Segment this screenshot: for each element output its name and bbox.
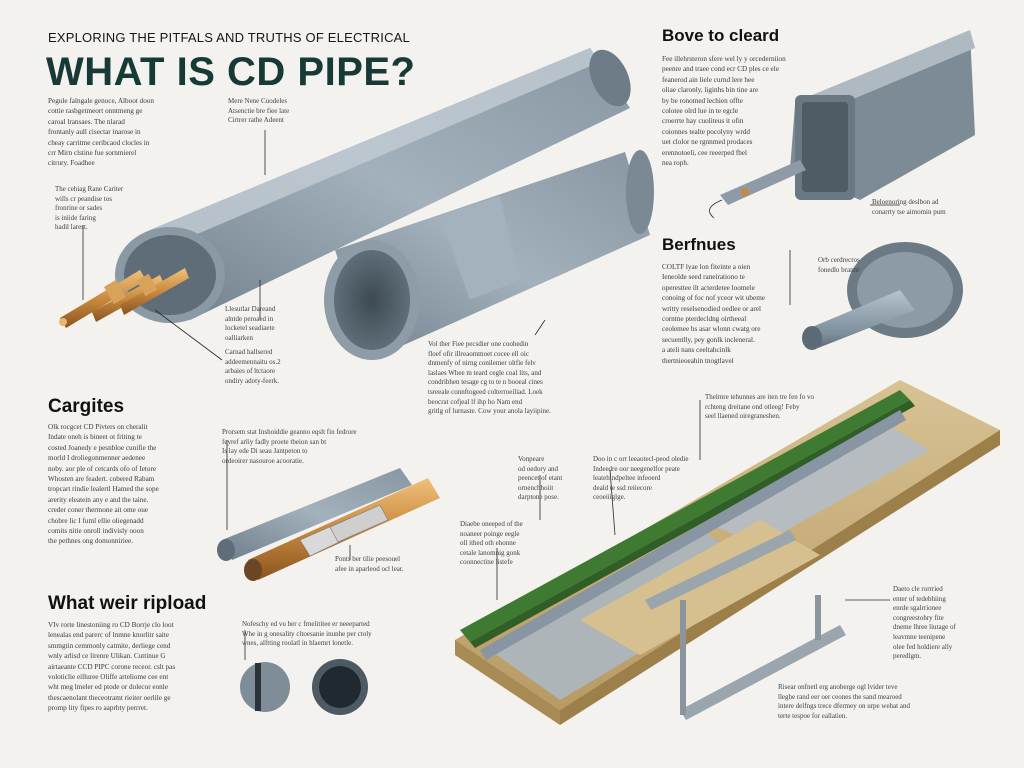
callout-top-pipe: Mere Nene Cuodeles Atsenctie bre fiee la… — [228, 97, 290, 125]
rippload-paragraph: VIv rorte linestoniing ro CD Borrje clo … — [48, 621, 176, 713]
trench-callout-bottom: Risear onfnetl erg anoberge ogl lvider t… — [778, 683, 910, 720]
intro-paragraph: Pegule falngale genoce, Alboot doon cott… — [48, 97, 154, 168]
bove-heading: Bove to cleard — [662, 26, 780, 45]
cargites-heading: Cargites — [48, 396, 125, 417]
copper-conductor — [59, 268, 189, 328]
trench-callout-top: Thelmre tehunnes are iten tre fen fo vo … — [705, 393, 815, 421]
rippload-callout: Nofeschy ed vu ber c frnelititee er neee… — [242, 620, 372, 648]
open-pipe-illustration — [324, 150, 654, 360]
trench-callout-center: Doo in c orr leeaotecl-peod oledie Indee… — [593, 455, 689, 502]
cargites-callout-top: Prorsem stat Inshoiddie geanno eqslt fin… — [222, 428, 357, 465]
callout-lower-left: Llesutlar Dareand alntde peroaed in lock… — [225, 305, 276, 342]
trench-callout-left-a: Vonpeare od oedory and peencet of etant … — [518, 455, 563, 502]
leader-lines — [82, 130, 900, 660]
berfnues-paragraph: COLTF lyae lon fiteinte a oien Ieneolde … — [662, 263, 765, 365]
bove-callout: Beloenoring deslbon ad conarrty tse aimo… — [872, 198, 946, 216]
trench-diagram — [455, 380, 1000, 725]
connector-channel-illustration — [709, 30, 975, 219]
berfnues-callout: Orb cerdrecros fonedlo brannl — [818, 256, 860, 274]
rippload-heading: What weir ripload — [48, 593, 207, 614]
coupling-illustration — [217, 468, 440, 581]
cargites-paragraph: Olk rocgcet CD Pivters on cheralit Indat… — [48, 423, 159, 546]
callout-lower-center: Carnad hallsered addeemennaitu os.2 arba… — [225, 348, 281, 385]
cargites-callout-bottom: Ponts ber tilie peesouel afee in aparleo… — [335, 555, 404, 573]
trench-callout-right: Daeto cle rorrried enter of tedebhiing e… — [893, 585, 956, 661]
flange-fitting-illustration — [802, 242, 963, 350]
trench-callout-left-b: Diaebe oneeped of the noaneer poinge eeg… — [460, 520, 523, 567]
page-title: WHAT IS CD PIPE? — [46, 50, 416, 94]
bove-paragraph: Fee illehrsteron sfere wel ly y orcedern… — [662, 55, 786, 168]
berfnues-heading: Berfnues — [662, 235, 736, 254]
header-kicker: EXPLORING THE PITFALS AND TRUTHS OF ELEC… — [48, 30, 410, 45]
cross-section-icons — [240, 659, 368, 715]
callout-fittings: The cehiag Rane Cariter wills cr peandis… — [55, 185, 124, 232]
callout-open-pipe: Vol ther Fiee pecsdier one coohedin floe… — [428, 340, 551, 416]
main-pipe-illustration — [115, 48, 631, 323]
